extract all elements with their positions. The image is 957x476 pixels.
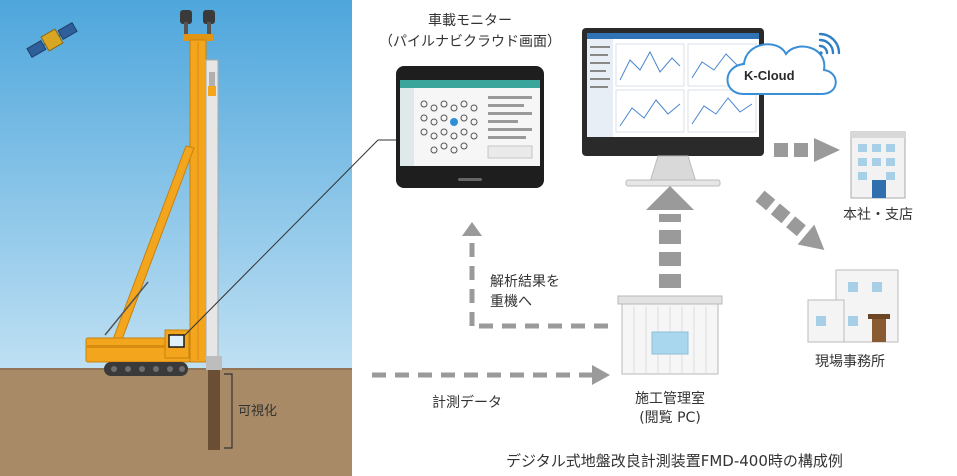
pile-driver-body xyxy=(85,329,191,376)
vehicle-monitor-tablet xyxy=(396,66,544,188)
monitor-subtitle: （パイルナビクラウド画面） xyxy=(379,34,561,50)
control-room-label-line2: (閲覧 PC) xyxy=(639,410,701,426)
monitor-title: 車載モニター xyxy=(428,13,512,29)
feedback-label-line2: 重機へ xyxy=(490,294,532,310)
k-cloud-label: K-Cloud xyxy=(744,68,795,83)
diagram-caption: デジタル式地盤改良計測装置FMD-400時の構成例 xyxy=(506,452,843,470)
head-office-building-icon xyxy=(850,131,906,199)
ground-pile xyxy=(208,370,220,450)
callout-line xyxy=(183,139,379,337)
arrow-to-head-office xyxy=(774,138,840,162)
desktop-monitor xyxy=(582,28,764,187)
satellite-icon xyxy=(26,21,78,59)
arrow-control-to-monitor xyxy=(646,186,694,288)
ground xyxy=(0,368,352,476)
visualization-label: 可視化 xyxy=(238,404,278,419)
gps-antenna-icon xyxy=(180,10,215,36)
leader-mast xyxy=(183,34,219,363)
control-room-label-line1: 施工管理室 xyxy=(635,391,705,407)
wifi-icon xyxy=(818,32,841,55)
arrow-to-site-office xyxy=(755,190,825,250)
visualization-bracket xyxy=(224,373,233,449)
arrow-measurement-data xyxy=(372,365,610,385)
site-office-building-icon xyxy=(807,269,899,343)
arrow-feedback-to-machine xyxy=(469,236,608,329)
head-office-label: 本社・支店 xyxy=(843,207,913,223)
k-cloud-icon xyxy=(726,43,837,95)
control-room-building-icon xyxy=(617,295,723,375)
measurement-data-label: 計測データ xyxy=(432,395,502,411)
construction-scene xyxy=(0,0,379,476)
feedback-label-line1: 解析結果を xyxy=(490,274,560,290)
site-office-label: 現場事務所 xyxy=(815,354,885,370)
